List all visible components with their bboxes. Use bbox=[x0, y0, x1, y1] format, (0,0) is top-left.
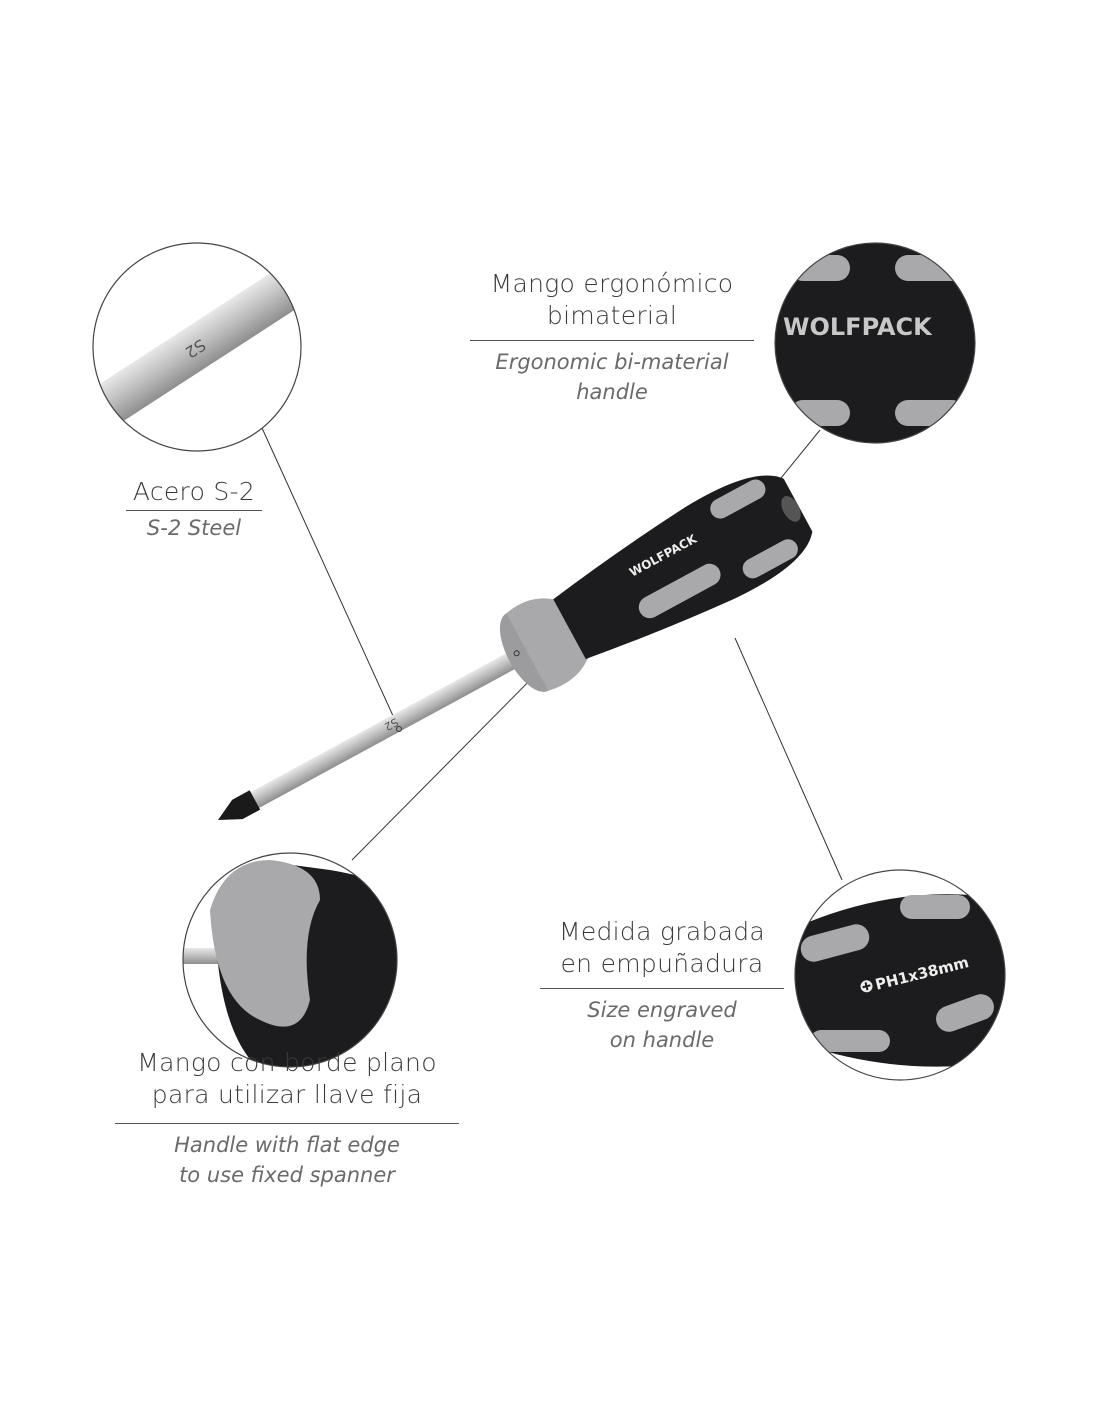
callout-size-es-1: Medida grabada bbox=[558, 917, 766, 946]
detail-shaft-steel: S2 bbox=[93, 243, 301, 451]
divider bbox=[115, 1123, 459, 1124]
callout-size: Medida grabada en empuñadura Size engrav… bbox=[540, 916, 784, 1055]
detail-size-engraving: PH1x38mm bbox=[795, 870, 1005, 1080]
callout-flat-edge-es-1: Mango con borde plano bbox=[137, 1048, 437, 1077]
detail-logo: WOLFPACK bbox=[783, 313, 933, 341]
callout-flat-edge-es-2: para utilizar llave fija bbox=[151, 1080, 423, 1109]
detail-handle-logo: WOLFPACK bbox=[775, 243, 975, 443]
callout-flat-edge-en-2: to use fixed spanner bbox=[179, 1163, 395, 1187]
shaft-marking: S2 bbox=[382, 715, 400, 733]
leader-lines bbox=[261, 427, 843, 881]
callout-handle-es-2: bimaterial bbox=[546, 301, 678, 330]
screwdriver: S2 WOLFPACK bbox=[218, 475, 813, 820]
callout-flat-edge: Mango con borde plano para utilizar llav… bbox=[115, 1047, 459, 1190]
callout-flat-edge-en-1: Handle with flat edge bbox=[174, 1133, 400, 1157]
callout-steel: Acero S-2 S-2 Steel bbox=[126, 476, 262, 543]
divider bbox=[540, 988, 784, 989]
callout-steel-es: Acero S-2 bbox=[132, 477, 256, 506]
callout-size-en-1: Size engraved bbox=[587, 998, 737, 1022]
callout-handle-en-2: handle bbox=[576, 380, 648, 404]
divider bbox=[470, 340, 754, 341]
detail-flat-edge bbox=[183, 853, 397, 1067]
divider bbox=[126, 510, 262, 511]
callout-size-en-2: on handle bbox=[609, 1028, 715, 1052]
callout-steel-en: S-2 Steel bbox=[146, 516, 242, 540]
callout-handle-es-1: Mango ergonómico bbox=[490, 269, 734, 298]
callout-size-es-2: en empuñadura bbox=[560, 949, 764, 978]
callout-handle-en-1: Ergonomic bi-material bbox=[495, 350, 729, 374]
callout-handle: Mango ergonómico bimaterial Ergonomic bi… bbox=[470, 268, 754, 407]
